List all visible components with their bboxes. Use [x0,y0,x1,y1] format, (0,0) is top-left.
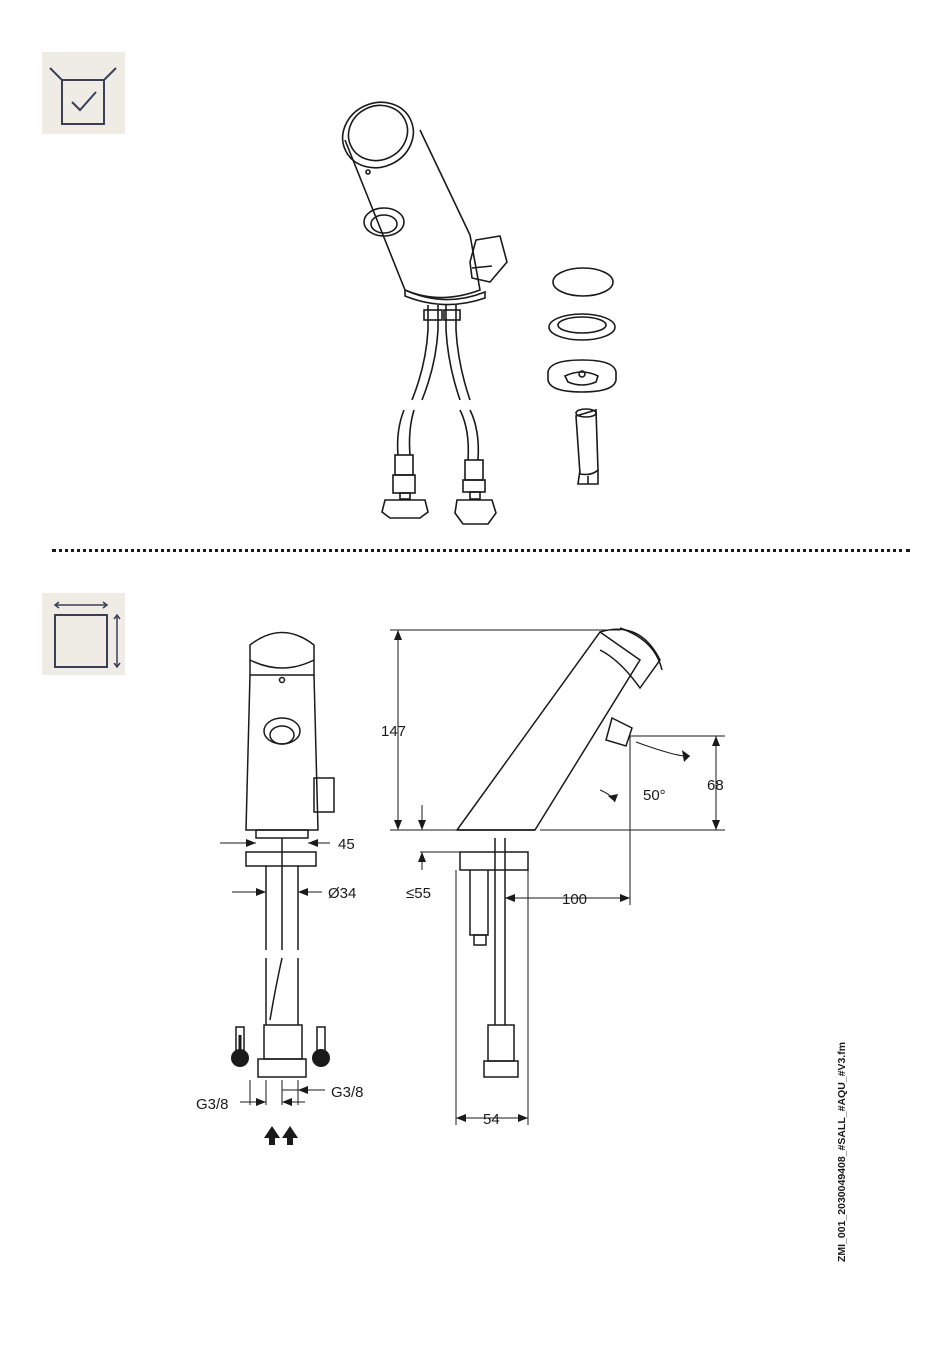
dim-height-total: 147 [381,723,406,740]
dim-spout-height: 68 [707,777,724,794]
dim-projection: 100 [562,891,587,908]
water-supply-arrows-icon [264,1126,298,1145]
side-view [457,628,662,1077]
file-id: ZMI_001_2030049408_#SALL_#AQU_#V3.fm [836,1030,850,1262]
dim-hole-diameter: Ø34 [328,885,356,902]
dim-base-depth: 54 [483,1111,500,1128]
cold-water-icon [312,1027,330,1067]
hot-water-icon [231,1027,249,1067]
dim-angle: 50° [643,787,666,804]
dim-body-width: 45 [338,836,355,853]
dim-connection-left: G3/8 [196,1096,229,1113]
front-view [246,633,334,1078]
dim-connection-right: G3/8 [331,1084,364,1101]
dimension-lines [220,630,725,1125]
dim-deck-thickness: ≤55 [406,885,431,902]
